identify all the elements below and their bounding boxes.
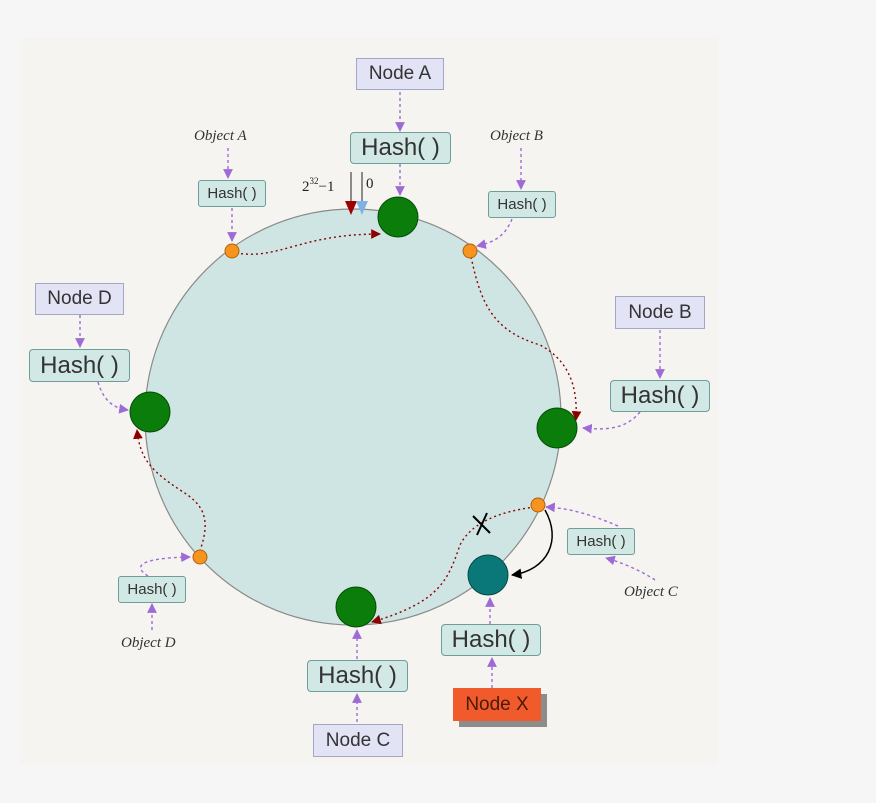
object-b-label: Object B bbox=[490, 128, 543, 144]
assignment-paths bbox=[133, 229, 582, 625]
node-hash-arrows bbox=[75, 92, 665, 722]
node-b-label: Node B bbox=[615, 296, 705, 329]
node-b-point bbox=[536, 407, 578, 449]
node-a-hash-box: Hash( ) bbox=[350, 132, 451, 164]
object-a-hash-box: Hash( ) bbox=[198, 180, 266, 207]
object-d-point bbox=[192, 549, 208, 565]
object-b-point bbox=[462, 243, 478, 259]
node-d-hash-box: Hash( ) bbox=[29, 349, 130, 382]
node-b-hash-box: Hash( ) bbox=[610, 380, 710, 412]
object-d-hash-box: Hash( ) bbox=[118, 576, 186, 603]
ring-max-marker: 232−1 bbox=[302, 176, 335, 195]
node-a-label: Node A bbox=[356, 58, 444, 90]
ring-zero-marker: 0 bbox=[366, 176, 374, 192]
node-c-point bbox=[335, 586, 377, 628]
cross-mark bbox=[472, 512, 491, 536]
object-c-label: Object C bbox=[624, 584, 678, 600]
node-x-point bbox=[467, 554, 509, 596]
node-x-label: Node X bbox=[453, 688, 541, 721]
object-a-point bbox=[224, 243, 240, 259]
node-d-label: Node D bbox=[35, 283, 124, 315]
node-x-hash-box: Hash( ) bbox=[441, 624, 541, 656]
object-hash-arrows bbox=[139, 148, 656, 630]
object-b-hash-box: Hash( ) bbox=[488, 191, 556, 218]
object-c-point bbox=[530, 497, 546, 513]
object-d-label: Object D bbox=[121, 635, 176, 651]
remap-arrow bbox=[510, 509, 553, 579]
object-a-label: Object A bbox=[194, 128, 247, 144]
node-c-label: Node C bbox=[313, 724, 403, 757]
object-c-hash-box: Hash( ) bbox=[567, 528, 635, 555]
node-c-hash-box: Hash( ) bbox=[307, 660, 408, 692]
node-a-point bbox=[377, 196, 419, 238]
zero-point-indicator bbox=[345, 172, 368, 215]
node-d-point bbox=[129, 391, 171, 433]
